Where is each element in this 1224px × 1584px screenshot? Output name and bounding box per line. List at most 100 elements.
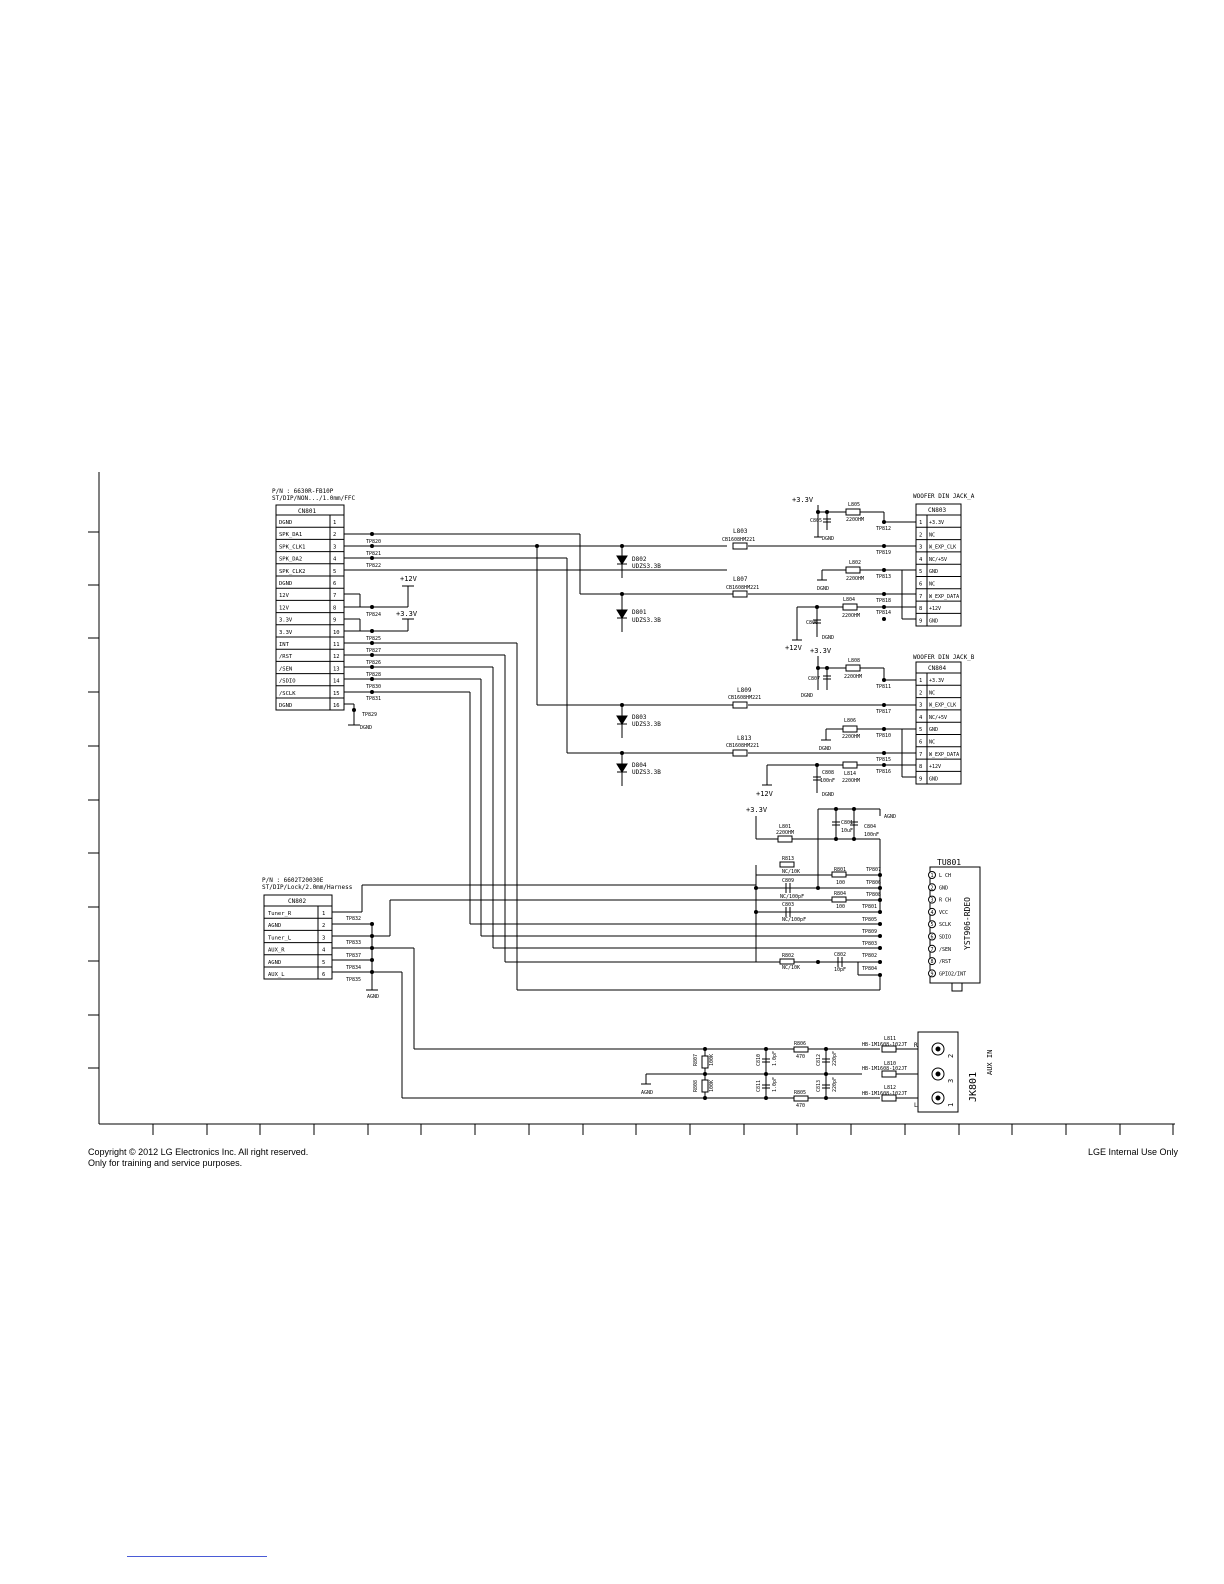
svg-text:R: R bbox=[914, 1042, 918, 1049]
aux-filter: AGND R807 100K R808 100K C810 1.0pF C811… bbox=[402, 1036, 918, 1109]
svg-text:L807: L807 bbox=[733, 576, 748, 583]
pin-label: 7 bbox=[919, 752, 922, 758]
svg-text:R801: R801 bbox=[834, 867, 846, 873]
pin-label: R CH bbox=[939, 898, 951, 904]
pin-label: SCLK bbox=[939, 922, 951, 928]
pin-label: /RST bbox=[279, 654, 293, 660]
jk801-jack: 2 3 1 JK801 AUX IN bbox=[917, 1031, 994, 1113]
svg-text:C805: C805 bbox=[810, 518, 822, 524]
svg-text:C806: C806 bbox=[806, 620, 818, 626]
svg-text:220OHM: 220OHM bbox=[842, 613, 860, 619]
svg-text:+3.3V: +3.3V bbox=[746, 806, 768, 814]
svg-text:UDZS3.3B: UDZS3.3B bbox=[632, 721, 661, 728]
svg-text:C807: C807 bbox=[808, 676, 820, 682]
svg-text:TU801: TU801 bbox=[937, 858, 961, 867]
svg-text:WOOFER DIN JACK_B: WOOFER DIN JACK_B bbox=[913, 654, 975, 661]
pin-label: 4 bbox=[333, 557, 337, 563]
pin-label: 5 bbox=[919, 727, 922, 733]
svg-text:R807: R807 bbox=[693, 1054, 699, 1066]
svg-text:YST906-RDEO: YST906-RDEO bbox=[963, 897, 972, 950]
bottom-link-underline[interactable] bbox=[127, 1556, 267, 1557]
svg-text:L814: L814 bbox=[844, 771, 856, 777]
pin-label: +3.3V bbox=[929, 678, 944, 684]
svg-text:1.0pF: 1.0pF bbox=[772, 1051, 778, 1066]
svg-text:1: 1 bbox=[947, 1103, 955, 1107]
pin-label: Tuner_R bbox=[268, 911, 292, 917]
diodes: D802 UDZS3.3B UDZS3.3B D801 UDZS3.3B D80… bbox=[616, 555, 661, 776]
svg-text:C813: C813 bbox=[816, 1080, 822, 1092]
pin-label: W_EXP_DATA bbox=[929, 752, 959, 758]
pin-label: 1 bbox=[322, 911, 325, 917]
pin-label: 12V bbox=[279, 605, 290, 611]
svg-text:HB-1M1608-102JT: HB-1M1608-102JT bbox=[862, 1091, 907, 1097]
pin-label: 1 bbox=[919, 678, 922, 684]
svg-text:R808: R808 bbox=[693, 1080, 699, 1092]
pin-label: AGND bbox=[268, 923, 281, 929]
cn801-spec: ST/DIP/NON.../1.0mm/FFC bbox=[272, 495, 355, 502]
pin-label: 11 bbox=[333, 642, 340, 648]
svg-text:TP830: TP830 bbox=[366, 684, 381, 690]
copyright-line: Copyright © 2012 LG Electronics Inc. All… bbox=[88, 1147, 309, 1157]
net-junctions bbox=[352, 510, 886, 1100]
svg-text:TP803: TP803 bbox=[862, 941, 877, 947]
pin-label: NC/+5V bbox=[929, 557, 947, 563]
pin-label: 3.3V bbox=[279, 618, 293, 624]
pin-label: /SDIO bbox=[279, 679, 296, 685]
pin-label: 8 bbox=[919, 764, 922, 770]
pin-label: 1 bbox=[333, 520, 336, 526]
svg-text:C810: C810 bbox=[756, 1054, 762, 1066]
pin-label: 2 bbox=[919, 690, 922, 696]
pin-label: AGND bbox=[268, 960, 281, 966]
pin-label: 16 bbox=[333, 703, 340, 709]
woofer-testpoints: TP812 TP819 TP813 TP818 TP814 TP811 TP81… bbox=[876, 526, 891, 775]
pin-label: 4 bbox=[931, 910, 934, 916]
pin-label: 8 bbox=[919, 606, 922, 612]
svg-text:L805: L805 bbox=[848, 502, 860, 508]
svg-text:TP811: TP811 bbox=[876, 684, 891, 690]
svg-text:L812: L812 bbox=[884, 1085, 896, 1091]
svg-text:UDZS3.3B: UDZS3.3B bbox=[632, 769, 661, 776]
pin-label: GND bbox=[929, 776, 938, 782]
pin-label: 6 bbox=[322, 972, 325, 978]
cn802-connector: P/N : 6602T20030E ST/DIP/Lock/2.0mm/Harn… bbox=[262, 877, 756, 1098]
pin-label: NC bbox=[929, 690, 935, 696]
svg-text:470: 470 bbox=[796, 1054, 805, 1060]
svg-text:+12V: +12V bbox=[400, 575, 418, 583]
svg-text:ST/DIP/Lock/2.0mm/Harness: ST/DIP/Lock/2.0mm/Harness bbox=[262, 884, 353, 891]
pin-label: NC bbox=[929, 532, 935, 538]
pin-label: DGND bbox=[279, 520, 292, 526]
svg-text:TP827: TP827 bbox=[366, 648, 381, 654]
svg-text:220OHM: 220OHM bbox=[846, 517, 864, 523]
cn801-testpoints: TP820 TP821 TP822 TP824 TP825 TP827 TP82… bbox=[348, 539, 418, 731]
svg-text:100K: 100K bbox=[709, 1080, 715, 1092]
svg-text:TP831: TP831 bbox=[366, 696, 381, 702]
svg-text:TP822: TP822 bbox=[366, 563, 381, 569]
pin-label: W_EXP_DATA bbox=[929, 594, 959, 600]
svg-text:HB-1M1608-102JT: HB-1M1608-102JT bbox=[862, 1042, 907, 1048]
svg-text:NC/10K: NC/10K bbox=[782, 869, 800, 875]
pin-label: 3 bbox=[333, 544, 336, 550]
pin-label: SPK_CLK1 bbox=[279, 544, 306, 550]
svg-text:TP819: TP819 bbox=[876, 550, 891, 556]
pin-label: 6 bbox=[919, 582, 922, 588]
svg-text:AGND: AGND bbox=[367, 994, 379, 1000]
pin-label: 6 bbox=[333, 581, 336, 587]
svg-text:1.0pF: 1.0pF bbox=[772, 1077, 778, 1092]
svg-text:TP828: TP828 bbox=[366, 672, 381, 678]
svg-text:CN802: CN802 bbox=[288, 898, 306, 905]
pin-label: 5 bbox=[322, 960, 325, 966]
svg-text:CB1608HM221: CB1608HM221 bbox=[726, 585, 759, 591]
pin-label: 3 bbox=[919, 545, 922, 551]
svg-text:C812: C812 bbox=[816, 1054, 822, 1066]
svg-text:DGND: DGND bbox=[822, 792, 834, 798]
svg-text:CB1608HM221: CB1608HM221 bbox=[722, 537, 755, 543]
copyright-footer: Copyright © 2012 LG Electronics Inc. All… bbox=[88, 1147, 308, 1169]
svg-text:L813: L813 bbox=[737, 735, 752, 742]
pin-label: 2 bbox=[919, 532, 922, 538]
svg-text:R804: R804 bbox=[834, 891, 846, 897]
pin-label: 9 bbox=[919, 776, 922, 782]
